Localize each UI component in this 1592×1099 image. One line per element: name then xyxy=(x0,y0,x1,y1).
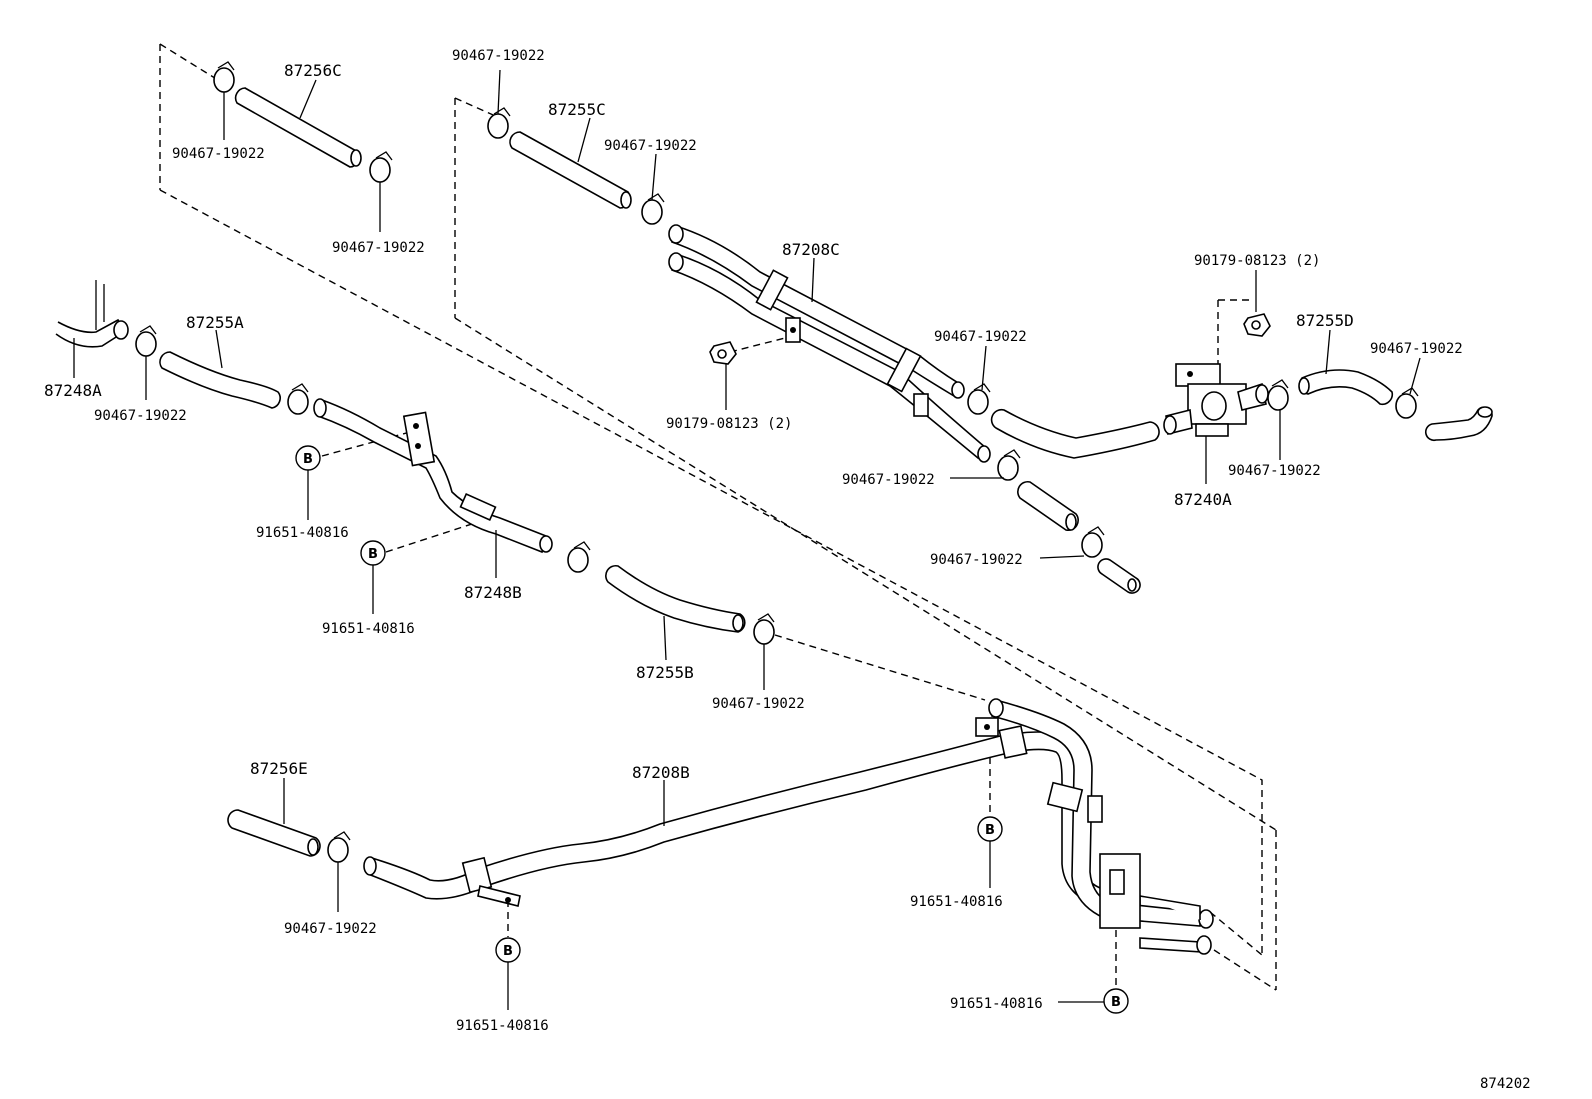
hose-87256C xyxy=(234,87,362,168)
label-clamp: 90467-19022 xyxy=(842,472,935,488)
label-bolt: 91651-40816 xyxy=(950,996,1043,1012)
pipe-elbow-right xyxy=(1424,406,1493,442)
label-clamp: 90467-19022 xyxy=(332,240,425,256)
svg-text:B: B xyxy=(503,944,513,959)
clamp-icon xyxy=(967,383,991,415)
label-87248B: 87248B xyxy=(464,583,522,602)
label-clamp: 90467-19022 xyxy=(172,146,265,162)
pipe-stub-lower xyxy=(1097,558,1141,594)
clamp-icon xyxy=(1395,387,1419,419)
label-clamp: 90467-19022 xyxy=(934,329,1027,345)
clamp-icon xyxy=(1081,526,1105,558)
svg-text:B: B xyxy=(1111,995,1121,1010)
clamp-icon xyxy=(641,193,665,225)
hose-87255C xyxy=(509,131,632,209)
pipe-87248A xyxy=(55,280,129,348)
part-labels: 87256C 90467-19022 90467-19022 90467-190… xyxy=(44,48,1531,1092)
svg-text:B: B xyxy=(303,452,313,467)
hose-87255D xyxy=(1298,369,1394,406)
nut-icon xyxy=(709,341,737,365)
clamp-icon xyxy=(753,613,775,645)
label-clamp: 90467-19022 xyxy=(284,921,377,937)
callout-b-icon: B xyxy=(977,816,1003,842)
callout-b-icon: B xyxy=(1103,988,1129,1014)
svg-text:B: B xyxy=(368,547,378,562)
label-clamp: 90467-19022 xyxy=(94,408,187,424)
label-87240A: 87240A xyxy=(1174,490,1232,509)
label-87248A: 87248A xyxy=(44,381,102,400)
label-bolt: 91651-40816 xyxy=(322,621,415,637)
label-bolt: 91651-40816 xyxy=(256,525,349,541)
clamp-icon xyxy=(997,449,1021,481)
label-87255A: 87255A xyxy=(186,313,244,332)
clamp-icon xyxy=(369,151,393,183)
nuts xyxy=(709,313,1271,365)
label-nut: 90179-08123 (2) xyxy=(1194,253,1320,269)
pipe-87248B xyxy=(313,398,553,554)
valve-87240A xyxy=(1163,363,1269,437)
label-clamp: 90467-19022 xyxy=(1228,463,1321,479)
clamp-icon xyxy=(135,325,157,357)
hose-87256E xyxy=(227,809,321,857)
leader-lines xyxy=(73,69,1421,1010)
pipe-87208B xyxy=(363,698,1214,955)
clamp-icon xyxy=(567,541,591,573)
clamps xyxy=(135,61,1419,863)
label-clamp: 90467-19022 xyxy=(712,696,805,712)
clamp-icon xyxy=(327,831,351,863)
label-clamp: 90467-19022 xyxy=(604,138,697,154)
label-87255C: 87255C xyxy=(548,100,606,119)
label-87256C: 87256C xyxy=(284,61,342,80)
clamp-icon xyxy=(487,107,511,139)
callout-b-icon: B xyxy=(495,937,521,963)
label-bolt: 91651-40816 xyxy=(910,894,1003,910)
hose-center-right xyxy=(990,408,1160,459)
callout-b-icon: B xyxy=(360,540,386,566)
figure-number: 874202 xyxy=(1480,1076,1531,1092)
label-clamp: 90467-19022 xyxy=(1370,341,1463,357)
label-87255B: 87255B xyxy=(636,663,694,682)
clamp-icon xyxy=(1267,379,1289,411)
label-nut: 90179-08123 (2) xyxy=(666,416,792,432)
callout-circles: B B B B B xyxy=(295,445,1129,1014)
hose-87255B xyxy=(605,564,746,633)
clamp-icon xyxy=(213,61,235,93)
hose-short-lower xyxy=(1017,480,1079,532)
label-clamp: 90467-19022 xyxy=(930,552,1023,568)
callout-b-icon: B xyxy=(295,445,321,471)
nut-icon xyxy=(1243,313,1271,337)
label-87208B: 87208B xyxy=(632,763,690,782)
label-87255D: 87255D xyxy=(1296,311,1354,330)
label-bolt: 91651-40816 xyxy=(456,1018,549,1034)
clamp-icon xyxy=(287,383,309,415)
label-clamp: 90467-19022 xyxy=(452,48,545,64)
svg-text:B: B xyxy=(985,823,995,838)
hose-87255A xyxy=(159,351,281,409)
label-87256E: 87256E xyxy=(250,759,308,778)
label-87208C: 87208C xyxy=(782,240,840,259)
pipe-87208C xyxy=(668,224,991,463)
